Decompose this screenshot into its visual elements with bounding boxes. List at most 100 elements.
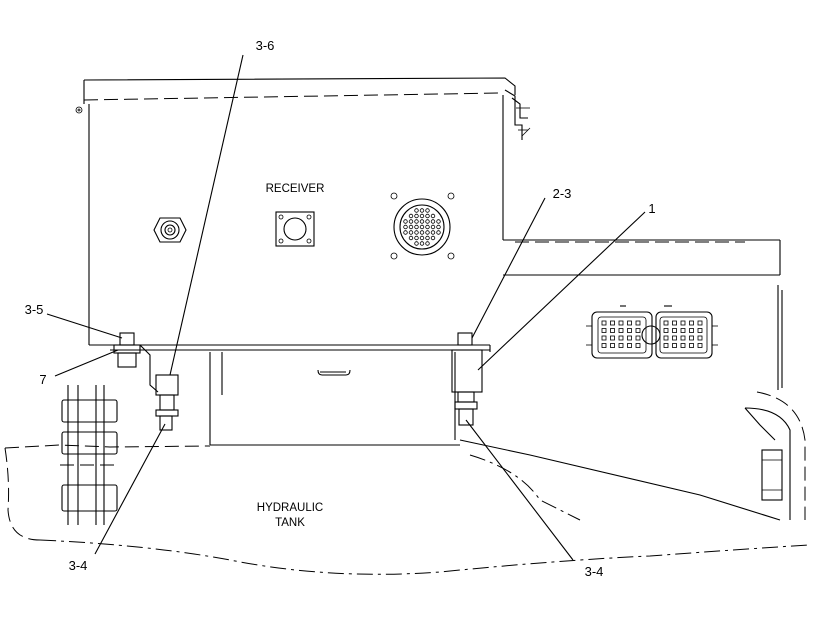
rect-connector-pin	[618, 328, 624, 333]
rect-connector-pin	[663, 328, 669, 333]
rect-connector-pin	[610, 320, 615, 326]
round-pin-connector	[390, 192, 455, 260]
connector-pin	[430, 224, 436, 230]
callout-3-5: 3-5	[25, 302, 44, 317]
left-lower-bolt	[155, 374, 179, 431]
rect-connector-pin	[627, 320, 632, 326]
connector-pin	[414, 241, 419, 246]
rect-connector-pin	[663, 320, 669, 326]
rect-connector-pin	[601, 328, 607, 333]
connector-pin	[408, 224, 414, 230]
connector-pin	[425, 213, 430, 219]
receiver-housing	[75, 77, 531, 352]
right-panel	[503, 239, 806, 520]
latch-clip	[504, 89, 531, 140]
rect-connector-pin	[601, 335, 607, 341]
rect-connector-pin	[627, 335, 632, 341]
rect-connector-pin	[672, 335, 677, 341]
rect-connector-pin	[697, 328, 703, 333]
rect-connector-pin	[689, 320, 694, 326]
rect-connector-pin	[635, 320, 641, 326]
connector-pin	[403, 230, 408, 235]
mounting-bracket	[209, 352, 781, 521]
connector-pin	[414, 230, 419, 235]
connector-pin	[430, 219, 436, 224]
rect-connector-pin	[618, 320, 624, 326]
connector-pin	[430, 235, 436, 241]
connector-pin	[414, 213, 419, 219]
connector-pin	[425, 219, 430, 224]
connector-pin	[425, 241, 430, 246]
rect-connector-pin	[663, 335, 669, 341]
connector-pin	[430, 213, 436, 219]
hydraulic-tank-label-2: TANK	[275, 517, 305, 529]
connector-pin	[419, 230, 425, 235]
connector-pin	[419, 208, 425, 213]
connector-pin	[425, 224, 430, 230]
rect-connector-pin	[618, 343, 624, 348]
connector-pin	[425, 208, 430, 213]
connector-pin	[408, 213, 414, 219]
hydraulic-tank-label-1: HYDRAULIC	[257, 502, 323, 514]
connector-pin	[436, 219, 441, 224]
connector-pin	[414, 224, 419, 230]
leader-lines	[46, 54, 646, 561]
rect-connector-pin	[635, 343, 641, 348]
twin-rect-connectors	[586, 305, 718, 359]
connector-pin	[425, 235, 430, 241]
connector-pin	[419, 219, 425, 224]
antenna-fitting	[153, 217, 187, 243]
rect-connector-pin	[627, 328, 632, 333]
connector-pin	[430, 230, 436, 235]
receiver-label: RECEIVER	[266, 183, 325, 195]
connector-pin	[419, 235, 425, 241]
rect-connector-pin	[601, 343, 607, 348]
right-isolator-mount	[451, 332, 483, 426]
rect-connector-pin	[697, 320, 703, 326]
connector-pin	[425, 230, 430, 235]
rect-connector-pin	[689, 328, 694, 333]
connector-pin	[436, 224, 441, 230]
hydraulic-tank-outline	[4, 444, 809, 575]
left-rail	[60, 385, 120, 525]
rect-connector-pin	[618, 335, 624, 341]
rect-connector-pin	[697, 335, 703, 341]
connector-pin	[403, 219, 408, 224]
rect-connector-pin	[680, 343, 686, 348]
rect-connector-pin	[635, 335, 641, 341]
callout-3-6: 3-6	[256, 38, 275, 53]
rect-connector-pin	[672, 320, 677, 326]
rect-connector-pin	[689, 343, 694, 348]
rect-connector-pins	[601, 320, 703, 348]
callout-3-4-left: 3-4	[69, 558, 88, 573]
connector-pin	[419, 213, 425, 219]
rect-connector-pin	[635, 328, 641, 333]
connector-pin	[414, 219, 419, 224]
connector-pin	[403, 224, 408, 230]
rect-connector-pin	[610, 328, 615, 333]
rect-connector-pin	[672, 328, 677, 333]
rect-connector-pin	[627, 343, 632, 348]
connector-pin	[414, 235, 419, 241]
callout-2-3: 2-3	[553, 186, 572, 201]
connector-pins	[403, 208, 441, 246]
rect-connector-pin	[680, 320, 686, 326]
connector-pin	[436, 230, 441, 235]
rect-connector-pin	[680, 335, 686, 341]
rect-connector-pin	[601, 320, 607, 326]
connector-pin	[408, 230, 414, 235]
left-mount-bolt	[113, 332, 159, 393]
small-connector	[275, 211, 315, 247]
rect-connector-pin	[689, 335, 694, 341]
callout-3-4-right: 3-4	[585, 564, 604, 579]
callout-1: 1	[648, 201, 655, 216]
connector-pin	[408, 235, 414, 241]
callout-7: 7	[39, 372, 46, 387]
rect-connector-pin	[697, 343, 703, 348]
rect-connector-pin	[680, 328, 686, 333]
rect-connector-pin	[663, 343, 669, 348]
rect-connector-pin	[610, 335, 615, 341]
connector-pin	[408, 219, 414, 224]
rect-connector-pin	[672, 343, 677, 348]
